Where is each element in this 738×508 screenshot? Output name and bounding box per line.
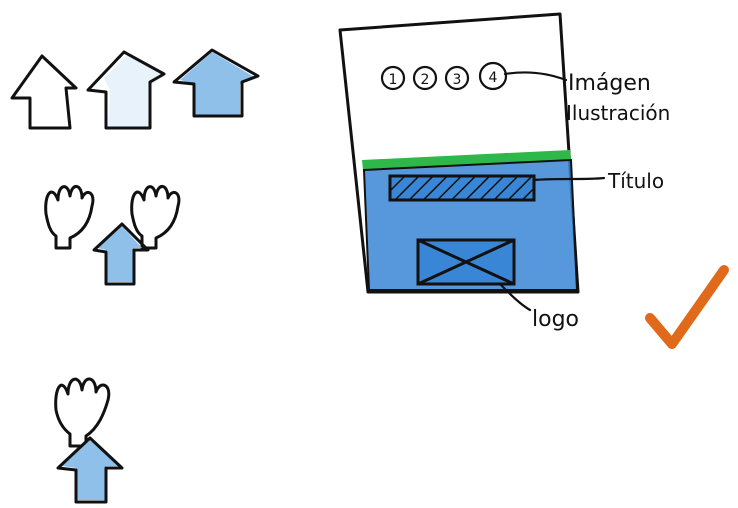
label-image: Imágen: [568, 71, 651, 96]
wireframe-card: 1 2 3 4: [340, 14, 578, 292]
label-illustration: Ilustración: [566, 101, 670, 125]
title-placeholder-bar: [390, 176, 534, 200]
logo-placeholder: [418, 240, 514, 284]
hands-icon: [46, 186, 179, 284]
label-title: Título: [607, 169, 664, 193]
circle-2-label: 2: [421, 72, 430, 88]
house-arrow-icon-1: [12, 56, 76, 128]
house-arrow-icon-2: [88, 52, 164, 128]
carousel-indicators: 1 2 3 4: [382, 63, 506, 89]
circle-1-label: 1: [389, 72, 398, 88]
circle-3-label: 3: [453, 72, 462, 88]
house-arrow-icon-3: [174, 50, 258, 116]
image-leader-line: [505, 72, 566, 80]
circle-4-label: 4: [489, 70, 498, 86]
label-logo: logo: [532, 307, 579, 332]
checkmark-icon: [650, 270, 724, 344]
hand-arrow-icon: [56, 379, 122, 502]
